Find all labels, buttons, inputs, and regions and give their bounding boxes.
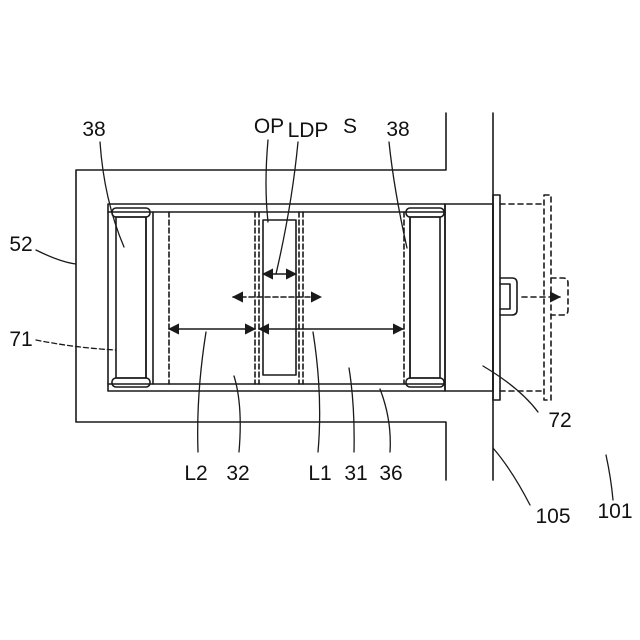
region-boundaries — [169, 212, 303, 384]
label-s: S — [343, 116, 357, 138]
label-101: 101 — [597, 501, 632, 523]
label-71: 71 — [9, 329, 32, 351]
label-38-left: 38 — [82, 119, 105, 141]
roller-38-left — [112, 208, 153, 387]
front-panel-72 — [445, 195, 517, 400]
label-l1: L1 — [308, 463, 331, 485]
label-72: 72 — [548, 410, 571, 432]
label-52: 52 — [9, 234, 32, 256]
leader-lines — [36, 140, 613, 505]
label-32: 32 — [226, 463, 249, 485]
label-op: OP — [254, 116, 284, 138]
label-105: 105 — [535, 506, 570, 528]
label-36: 36 — [379, 463, 402, 485]
roller-38-right — [404, 208, 444, 387]
label-31: 31 — [344, 463, 367, 485]
label-ldp: LDP — [288, 120, 329, 142]
label-l2: L2 — [184, 463, 207, 485]
label-38-right: 38 — [386, 119, 409, 141]
